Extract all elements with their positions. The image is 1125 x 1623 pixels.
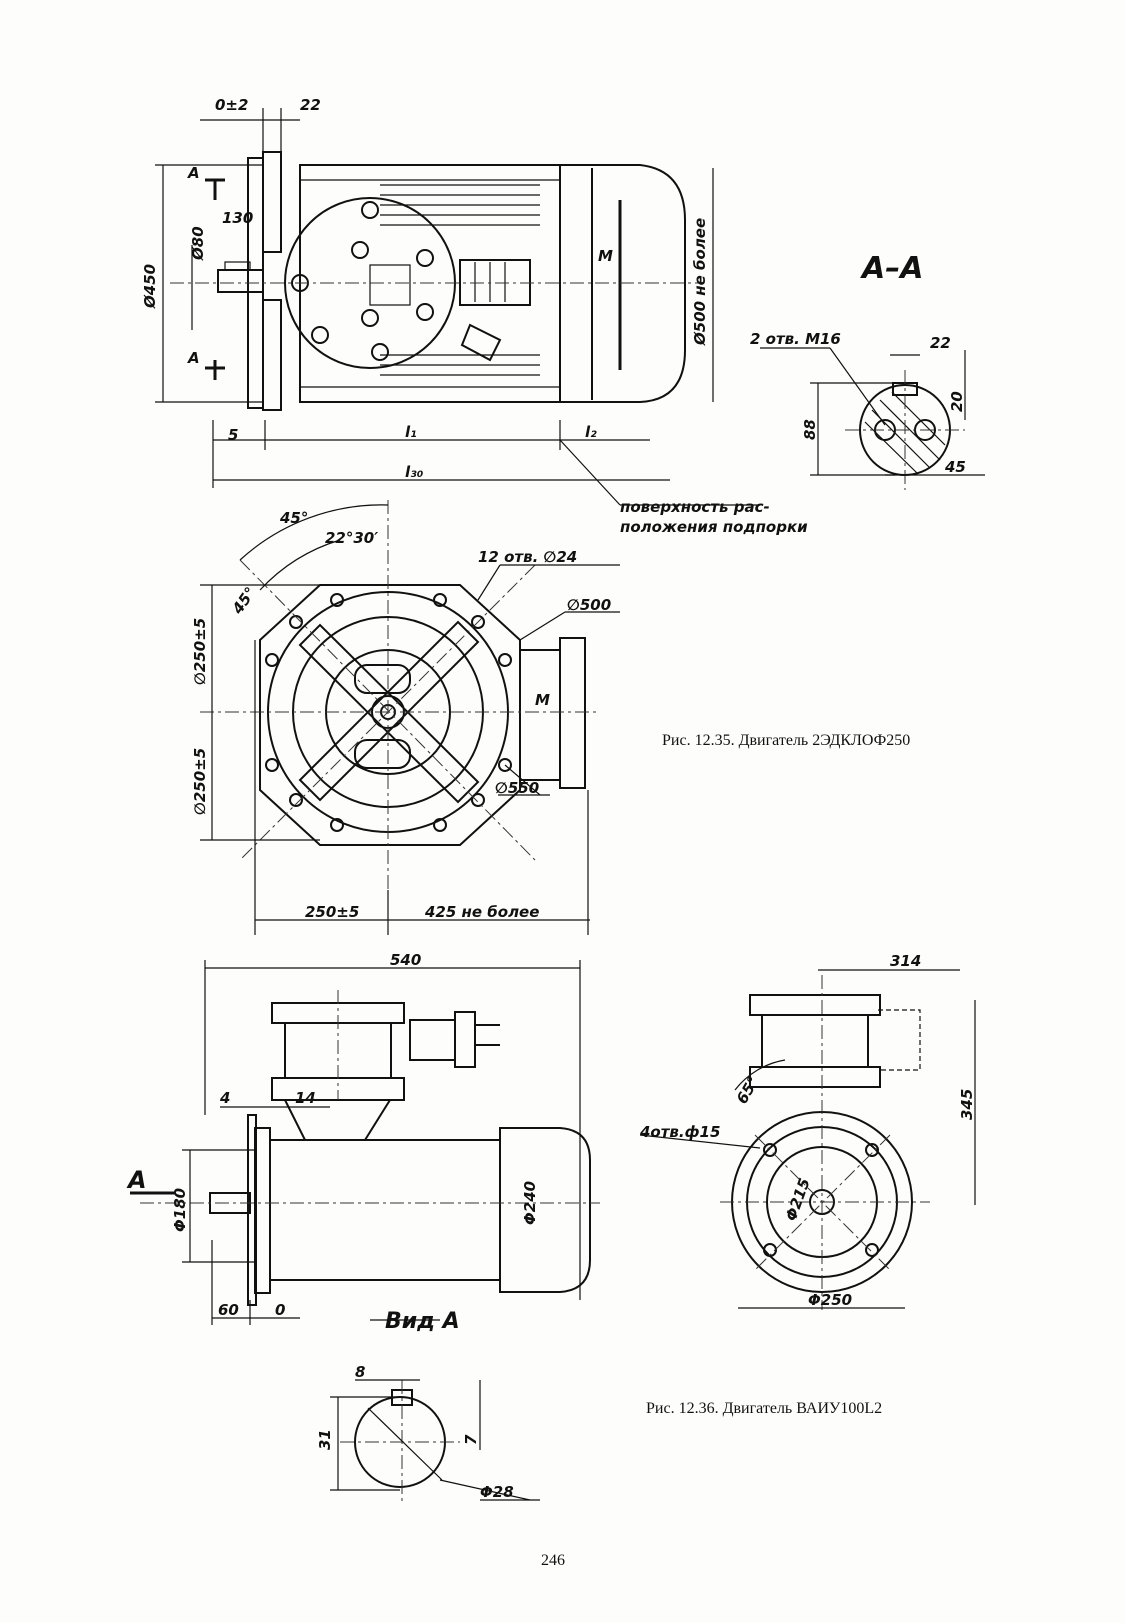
fig1-front-view <box>200 500 620 935</box>
sec-holes: 2 отв. M16 <box>750 330 841 348</box>
note-support-2: положения подпорки <box>620 518 808 536</box>
figure-caption-12-35: Рис. 12.35. Двигатель 2ЭДКЛОФ250 <box>662 732 911 749</box>
dim-250: 250±5 <box>305 903 359 921</box>
dim-o550: ∅550 <box>495 779 539 797</box>
view-7: 7 <box>462 1434 480 1445</box>
dim-l2: l₂ <box>585 423 597 441</box>
dim-65: 65° <box>733 1073 763 1107</box>
dim-425: 425 не более <box>424 903 539 921</box>
dim-o250a: ∅250±5 <box>191 618 209 685</box>
view-31: 31 <box>316 1429 334 1450</box>
dim-240: Φ240 <box>521 1181 539 1225</box>
holes-4: 4отв.ф15 <box>639 1123 720 1141</box>
dim-130: 130 <box>222 209 253 227</box>
fig1-side-view <box>155 108 760 506</box>
dim-60: 60 <box>218 1301 239 1319</box>
dim-l30: l₃₀ <box>405 463 424 481</box>
view-a-mark: A <box>126 1166 147 1194</box>
dim-345: 345 <box>958 1089 976 1120</box>
fig2-side-view <box>130 960 600 1325</box>
mark-m: M <box>598 247 613 265</box>
holes-12: 12 отв. ∅24 <box>478 548 577 566</box>
dim-0: 0 <box>275 1301 285 1319</box>
dim-o450: Ø450 <box>141 264 159 309</box>
sec-22: 22 <box>930 334 951 352</box>
sec-20: 20 <box>948 391 966 412</box>
fig2-front-view <box>639 969 976 1310</box>
dim-l1: l₁ <box>405 423 417 441</box>
view-28: Φ28 <box>480 1483 514 1501</box>
sec-45: 45 <box>944 458 966 476</box>
dim-4: 4 <box>219 1089 230 1107</box>
mark-m2: M <box>535 691 550 709</box>
dim-o250b: ∅250±5 <box>191 748 209 815</box>
dim-14: 14 <box>295 1089 316 1107</box>
view-a-top: A <box>187 164 200 182</box>
view-a <box>330 1319 540 1505</box>
dim-o80: Ø80 <box>189 226 207 261</box>
ang-22-30: 22°30′ <box>325 529 378 547</box>
view-a-title: Вид А <box>385 1309 460 1334</box>
ang-45b: 45° <box>228 584 260 618</box>
dim-180: Φ180 <box>171 1188 189 1232</box>
fig2-labels: 540 4 14 A Φ180 Φ240 60 0 314 65° 4отв.ф… <box>126 951 976 1501</box>
fig1-labels: 0±2 22 A A 130 Ø80 Ø450 Ø500 не более M … <box>141 96 966 921</box>
note-support-1: поверхность рас- <box>620 498 770 516</box>
dim-314: 314 <box>890 952 921 970</box>
section-title: A–A <box>860 251 923 286</box>
dim-o500: Ø500 не более <box>691 218 709 346</box>
dim-22-top: 22 <box>300 96 321 114</box>
ang-45a: 45° <box>279 509 308 527</box>
section-a-a <box>760 347 985 490</box>
dim-250-2: Φ250 <box>808 1291 852 1309</box>
figure-caption-12-36: Рис. 12.36. Двигатель ВАИУ100L2 <box>646 1400 883 1417</box>
view-8: 8 <box>355 1363 365 1381</box>
dim-215: Φ215 <box>782 1176 814 1224</box>
sec-88: 88 <box>801 419 819 440</box>
dim-o500b: ∅500 <box>567 596 611 614</box>
dim-5: 5 <box>228 426 238 444</box>
page-number: 246 <box>541 1552 565 1569</box>
dim-0pm2: 0±2 <box>215 96 248 114</box>
dim-540: 540 <box>390 951 421 969</box>
view-a-bottom: A <box>187 349 200 367</box>
